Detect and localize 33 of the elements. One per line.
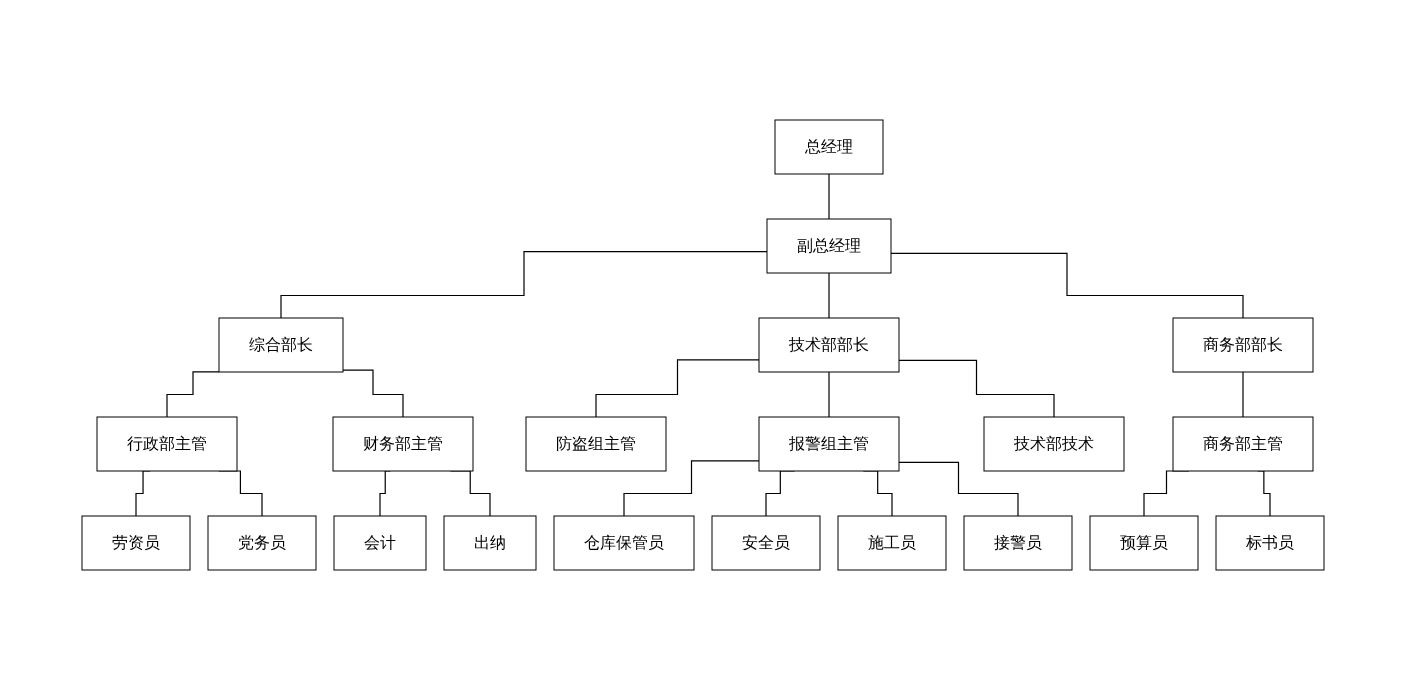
node-box: 行政部主管	[96, 416, 238, 472]
connector	[595, 359, 760, 418]
connector	[1242, 371, 1244, 418]
connector	[342, 369, 404, 418]
node-box: 商务部部长	[1172, 317, 1314, 373]
node-box: 党务员	[207, 515, 317, 571]
connector	[890, 252, 1244, 319]
node-box: 接警员	[963, 515, 1073, 571]
node-box: 防盗组主管	[525, 416, 667, 472]
node-box: 商务部主管	[1172, 416, 1314, 472]
connector	[166, 371, 220, 418]
node-box: 副总经理	[766, 218, 892, 274]
node-box: 报警组主管	[758, 416, 900, 472]
connector	[898, 359, 1055, 418]
node-box: 总经理	[774, 119, 884, 175]
node-box: 技术部技术	[983, 416, 1125, 472]
node-box: 预算员	[1089, 515, 1199, 571]
node-box: 安全员	[711, 515, 821, 571]
node-box: 技术部部长	[758, 317, 900, 373]
node-box: 会计	[333, 515, 427, 571]
connector	[623, 460, 760, 517]
connector	[828, 173, 830, 220]
node-box: 仓库保管员	[553, 515, 695, 571]
connector	[828, 272, 830, 319]
node-box: 财务部主管	[332, 416, 474, 472]
node-box: 施工员	[837, 515, 947, 571]
node-box: 出纳	[443, 515, 537, 571]
node-box: 综合部长	[218, 317, 344, 373]
connector	[898, 461, 1019, 517]
connector	[280, 251, 768, 319]
node-box: 标书员	[1215, 515, 1325, 571]
node-box: 劳资员	[81, 515, 191, 571]
connector	[828, 371, 830, 418]
